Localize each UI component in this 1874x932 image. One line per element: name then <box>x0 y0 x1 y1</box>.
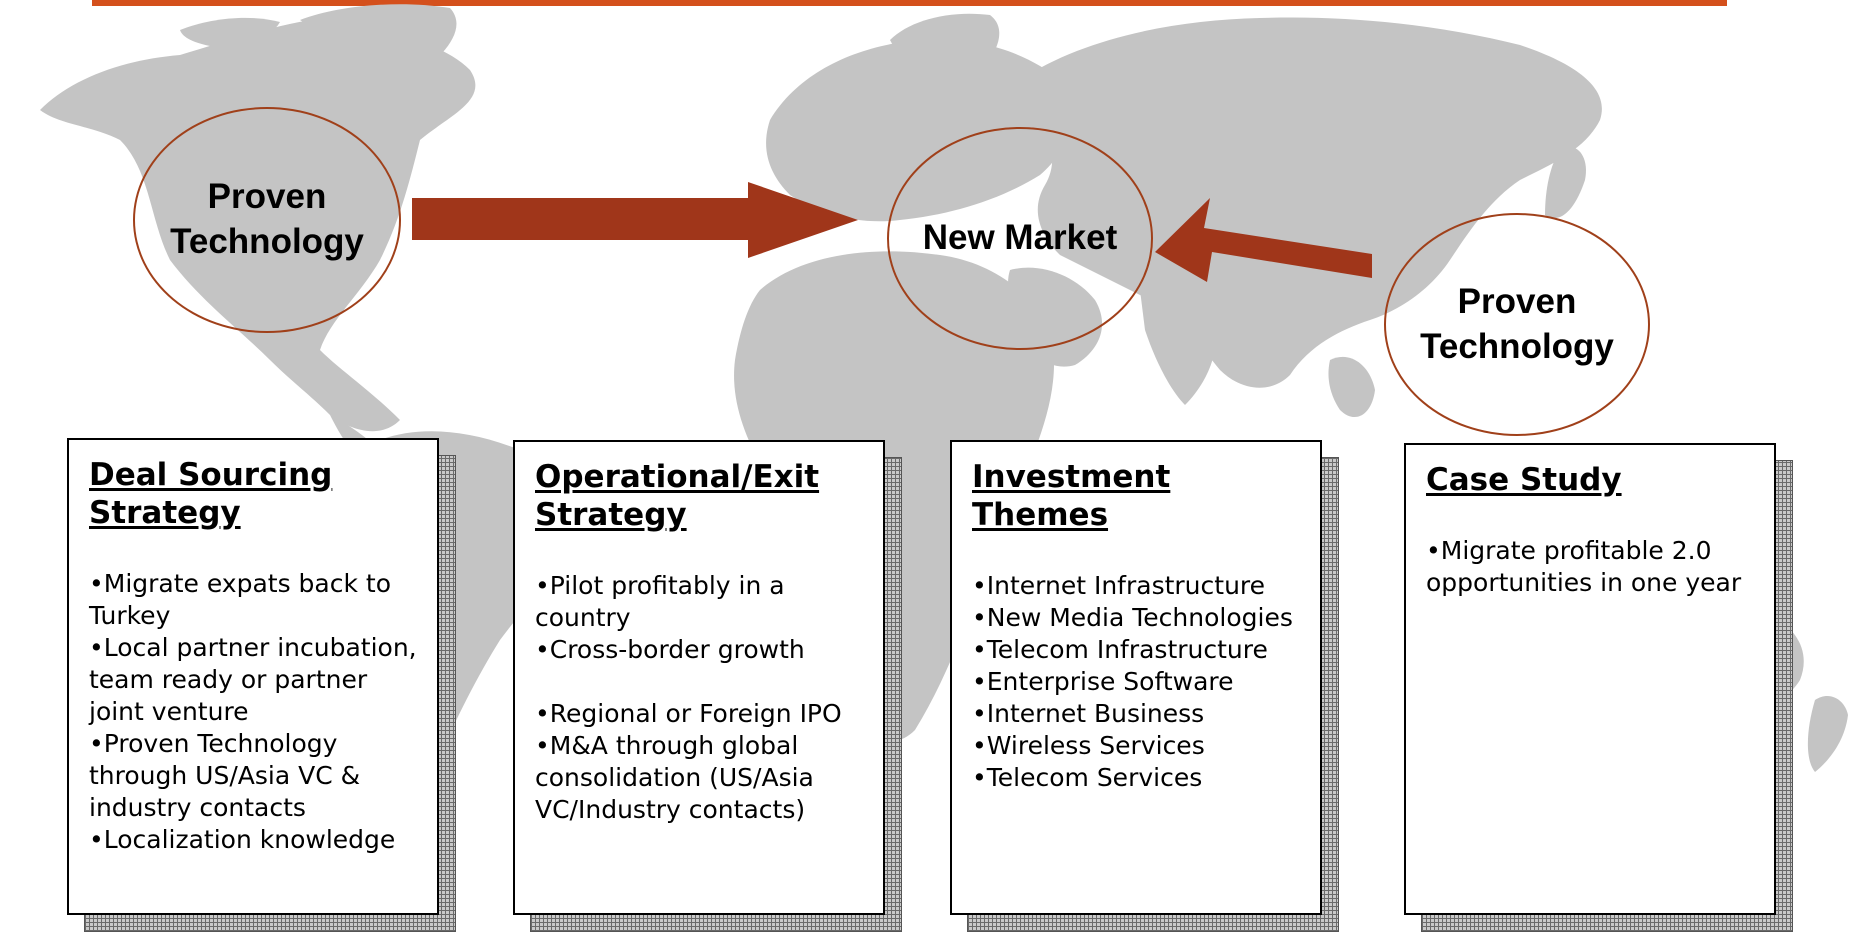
list-item: •Local partner incubation, team ready or… <box>89 633 425 726</box>
list-item: •Regional or Foreign IPO <box>535 699 842 728</box>
deal-sourcing-items: •Migrate expats back to Turkey •Local pa… <box>89 568 417 856</box>
investment-themes-title: Investment Themes <box>972 459 1171 533</box>
list-item: •Enterprise Software <box>972 667 1234 696</box>
list-item: •Proven Technology through US/Asia VC & … <box>89 729 369 822</box>
list-item: •M&A through global consolidation (US/As… <box>535 731 822 824</box>
arctic-islands-landmass <box>180 17 280 47</box>
list-item: •Localization knowledge <box>89 825 396 854</box>
right-proven-technology-circle: Proven Technology <box>1384 213 1650 436</box>
deal-sourcing-box: Deal Sourcing Strategy •Migrate expats b… <box>67 438 439 915</box>
left-circle-label: Proven Technology <box>170 177 364 261</box>
list-item: •Cross-border growth <box>535 635 805 664</box>
british-isles-landmass <box>830 94 862 127</box>
deal-sourcing-title: Deal Sourcing Strategy <box>89 457 333 531</box>
list-item: •Telecom Infrastructure <box>972 635 1268 664</box>
new-market-circle: New Market <box>887 127 1153 350</box>
list-item: •Migrate expats back to Turkey <box>89 569 399 630</box>
investment-themes-items: •Internet Infrastructure •New Media Tech… <box>972 570 1300 794</box>
list-item: •New Media Technologies <box>972 603 1293 632</box>
india-landmass <box>1140 289 1216 405</box>
southeast-asia-landmass <box>1328 356 1375 418</box>
list-item: •Internet Business <box>972 699 1205 728</box>
top-accent-rule <box>92 0 1727 6</box>
right-circle-label: Proven Technology <box>1420 281 1614 366</box>
japan-landmass <box>1545 146 1586 219</box>
center-circle-label: New Market <box>922 218 1118 258</box>
list-item: •Pilot profitably in a country <box>535 571 793 632</box>
case-study-box: Case Study •Migrate profitable 2.0 oppor… <box>1404 443 1776 915</box>
operational-exit-items: •Pilot profitably in a country •Cross-bo… <box>535 570 863 826</box>
greenland-landmass <box>300 4 457 80</box>
list-item: •Wireless Services <box>972 731 1205 760</box>
list-item: •Migrate profitable 2.0 opportunities in… <box>1426 536 1742 597</box>
operational-exit-title: Operational/Exit Strategy <box>535 459 820 533</box>
new-zealand-landmass <box>1807 695 1848 772</box>
case-study-items: •Migrate profitable 2.0 opportunities in… <box>1426 535 1754 599</box>
left-proven-technology-circle: Proven Technology <box>133 107 401 333</box>
investment-themes-box: Investment Themes •Internet Infrastructu… <box>950 440 1322 915</box>
operational-exit-box: Operational/Exit Strategy •Pilot profita… <box>513 440 885 915</box>
scandinavia-landmass <box>890 13 1000 81</box>
list-item: •Telecom Services <box>972 763 1203 792</box>
list-item: •Internet Infrastructure <box>972 571 1266 600</box>
case-study-title: Case Study <box>1426 462 1622 498</box>
